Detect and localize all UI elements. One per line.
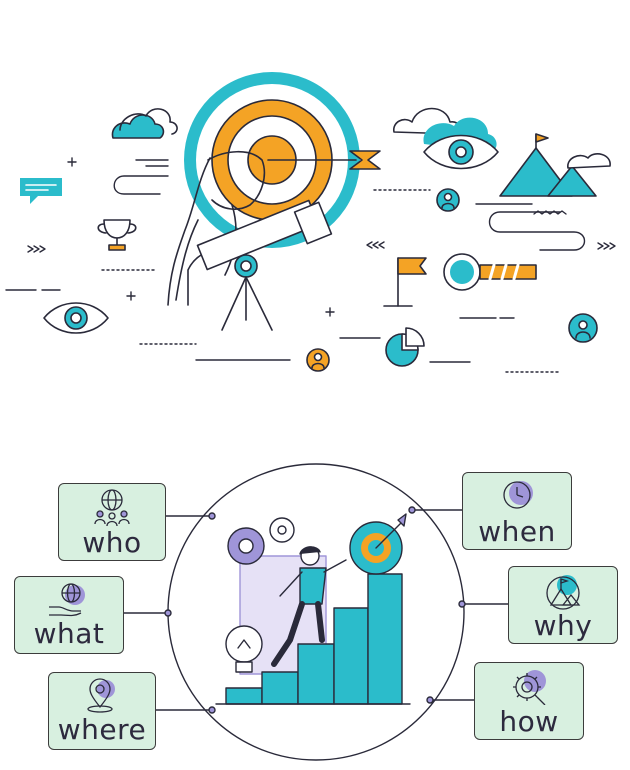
flag-icon <box>383 257 427 307</box>
mountain-goal-icon <box>546 575 581 610</box>
card-how: how <box>474 662 584 740</box>
woman-telescope-icon <box>167 150 333 331</box>
cloud-eye-icon <box>393 107 499 170</box>
card-what: what <box>14 576 124 654</box>
chat-bubble-icon <box>20 178 62 204</box>
decorative-lines <box>5 157 616 373</box>
trophy-icon <box>97 219 137 251</box>
card-who: who <box>58 483 166 561</box>
magnifier-icon <box>443 253 537 291</box>
eye-icon-left <box>43 302 109 334</box>
person-avatar-icon <box>568 313 598 343</box>
label-who: who <box>82 526 142 559</box>
person-avatar-icon <box>436 188 460 212</box>
hand-globe-icon <box>49 583 85 617</box>
label-what: what <box>33 617 105 650</box>
label-when: when <box>478 515 556 548</box>
cloud-icon <box>111 108 178 139</box>
label-where: where <box>57 713 147 746</box>
mountain-flag-icon <box>499 133 611 197</box>
clock-icon <box>503 481 533 509</box>
card-why: why <box>508 566 618 644</box>
card-where: where <box>48 672 156 750</box>
globe-people-icon <box>94 489 130 526</box>
card-when: when <box>462 472 572 550</box>
connectors <box>123 506 509 714</box>
person-avatar-icon <box>306 348 330 372</box>
label-how: how <box>499 705 559 738</box>
climber-illustration <box>215 513 411 705</box>
gear-wrench-icon <box>513 670 546 705</box>
arrow-icon <box>267 150 381 170</box>
pie-chart-icon <box>385 327 425 367</box>
label-why: why <box>533 609 593 642</box>
location-pin-icon <box>87 678 115 713</box>
